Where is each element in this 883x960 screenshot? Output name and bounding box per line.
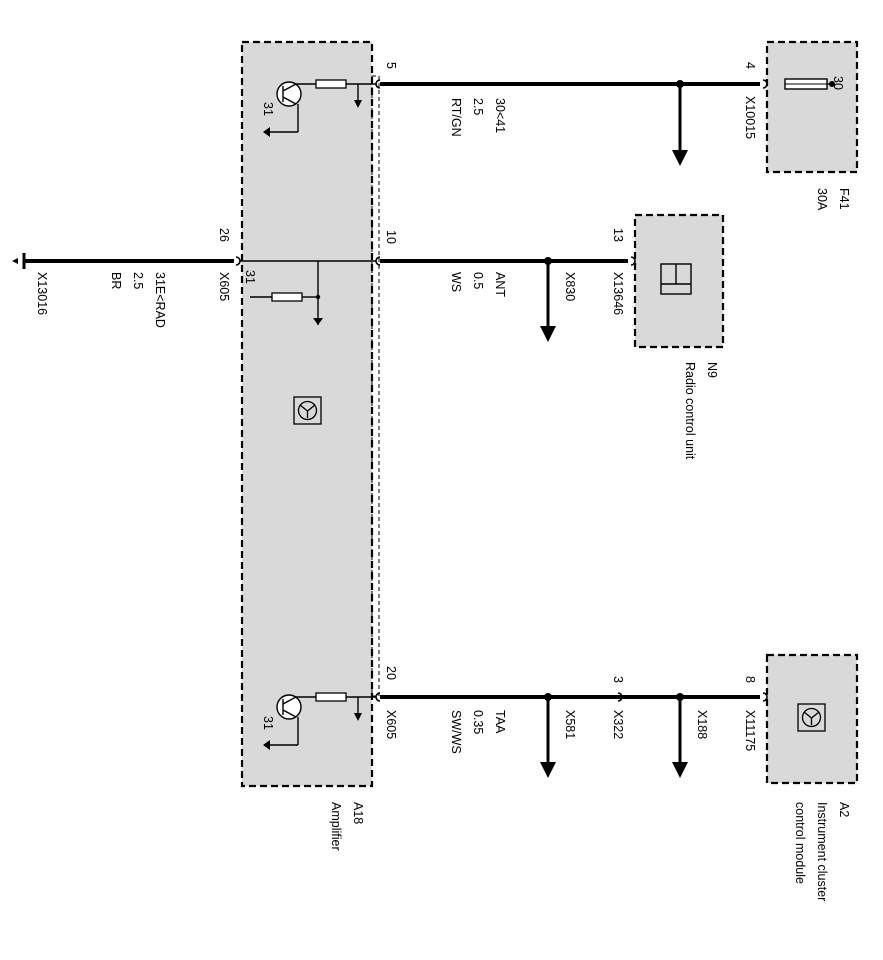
antenna-size: 0.5	[471, 272, 485, 289]
amplifier-module	[240, 40, 380, 788]
splice-x188: X188	[695, 710, 709, 739]
pin-10: 10	[384, 230, 398, 244]
speed-circuit: TAA	[493, 710, 507, 734]
pin-20: 20	[384, 666, 398, 680]
pin-5: 5	[384, 62, 398, 69]
transistor-stage-bottom	[263, 692, 376, 750]
radio-control-unit-box	[633, 213, 725, 349]
radio-ref: N9	[705, 362, 719, 378]
radio-unit-icon	[660, 263, 692, 295]
connector-x10015: X10015	[743, 96, 757, 139]
connector-x605-top: X605	[217, 272, 231, 301]
splice-x830: X830	[563, 272, 577, 301]
ground-size: 2.5	[131, 272, 145, 289]
splice-branches	[540, 80, 688, 778]
amplifier-name: Amplifier	[329, 802, 343, 851]
fuse-holder-box	[765, 40, 859, 174]
pin-3: 3	[611, 676, 625, 683]
amplifier-unit-icon	[293, 396, 322, 425]
ground-x13016: X13016	[35, 272, 49, 315]
connector-x605-bottom: X605	[384, 710, 398, 739]
splice-x581: X581	[563, 710, 577, 739]
power-size: 2.5	[471, 98, 485, 115]
speed-color: SW/WS	[449, 710, 463, 754]
radio-name: Radio control unit	[683, 362, 697, 460]
fuse-ref: F41	[837, 188, 851, 210]
ground-terminal-icon	[12, 253, 26, 269]
ground-color: BR	[109, 272, 123, 289]
connector-x11175: X11175	[743, 710, 757, 751]
amplifier-ref: A18	[351, 802, 365, 824]
power-color: RT/GN	[449, 98, 463, 137]
pin-26: 26	[217, 228, 231, 242]
pin-4: 4	[743, 62, 757, 69]
ground-label-middle: 31	[243, 270, 257, 284]
fuse-icon	[784, 78, 835, 90]
antenna-color: WS	[449, 272, 463, 292]
pin-13: 13	[611, 228, 625, 242]
cluster-unit-icon	[797, 703, 826, 732]
cluster-name-line2: control module	[793, 802, 807, 884]
cluster-name-line1: Instrument cluster	[815, 802, 829, 901]
antenna-circuit: ANT	[493, 272, 507, 297]
pin-8: 8	[743, 676, 757, 683]
cluster-ref: A2	[837, 802, 851, 817]
transistor-stage-top	[263, 79, 376, 137]
resistor-stage-middle	[240, 260, 376, 325]
connector-x322: X322	[611, 710, 625, 739]
power-circuit: 30<41	[493, 98, 507, 133]
ground-circuit: 31E<RAD	[153, 272, 167, 328]
connector-x13646: X13646	[611, 272, 625, 315]
speed-size: 0.35	[471, 710, 485, 734]
fuse-pin-30: 30	[831, 76, 845, 90]
ground-label-bottom: 31	[261, 716, 275, 730]
ground-label-top: 31	[261, 102, 275, 116]
fuse-rating: 30A	[815, 188, 829, 211]
